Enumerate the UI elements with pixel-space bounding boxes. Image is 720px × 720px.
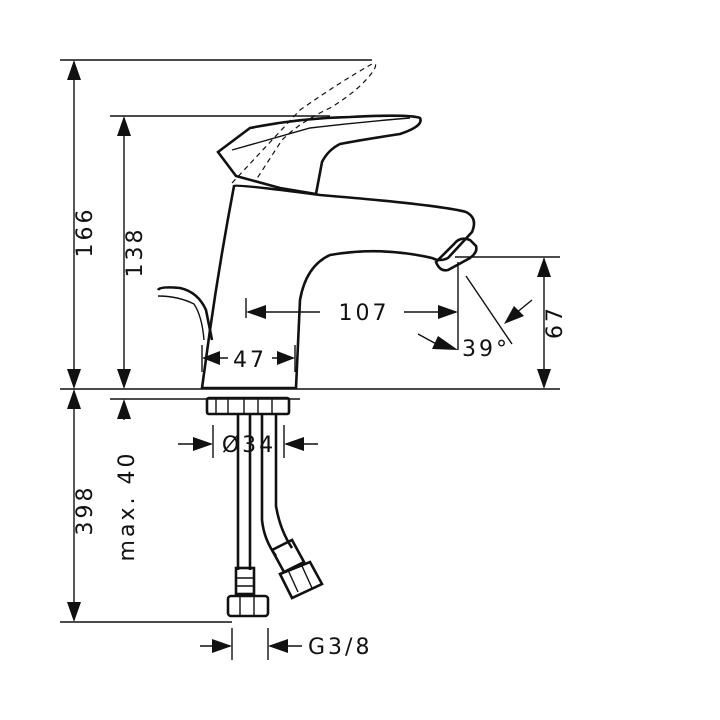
dim-39deg-label: 39°	[462, 337, 510, 362]
hose-straight	[226, 414, 270, 618]
dimension-lines	[67, 60, 551, 653]
dim-138-label: 138	[123, 227, 148, 278]
dim-67-label: 67	[543, 305, 568, 339]
mounting-assembly	[205, 396, 324, 618]
dim-107-label: 107	[339, 301, 390, 326]
mounting-nut	[205, 396, 291, 416]
dim-398-label: 398	[73, 485, 98, 536]
aerator	[434, 237, 478, 272]
faucet-body	[156, 63, 478, 390]
faucet-lever	[216, 114, 422, 196]
lever-raised-ghost	[231, 63, 377, 184]
dim-diameter-34-label: Ø34	[222, 433, 276, 458]
dim-g38-label: G3/8	[308, 635, 372, 660]
dim-166-label: 166	[73, 207, 98, 258]
hose-bent	[260, 414, 324, 600]
popup-rod	[156, 286, 214, 341]
dim-max40-label: max. 40	[115, 451, 140, 562]
dim-47-label: 47	[233, 348, 267, 373]
